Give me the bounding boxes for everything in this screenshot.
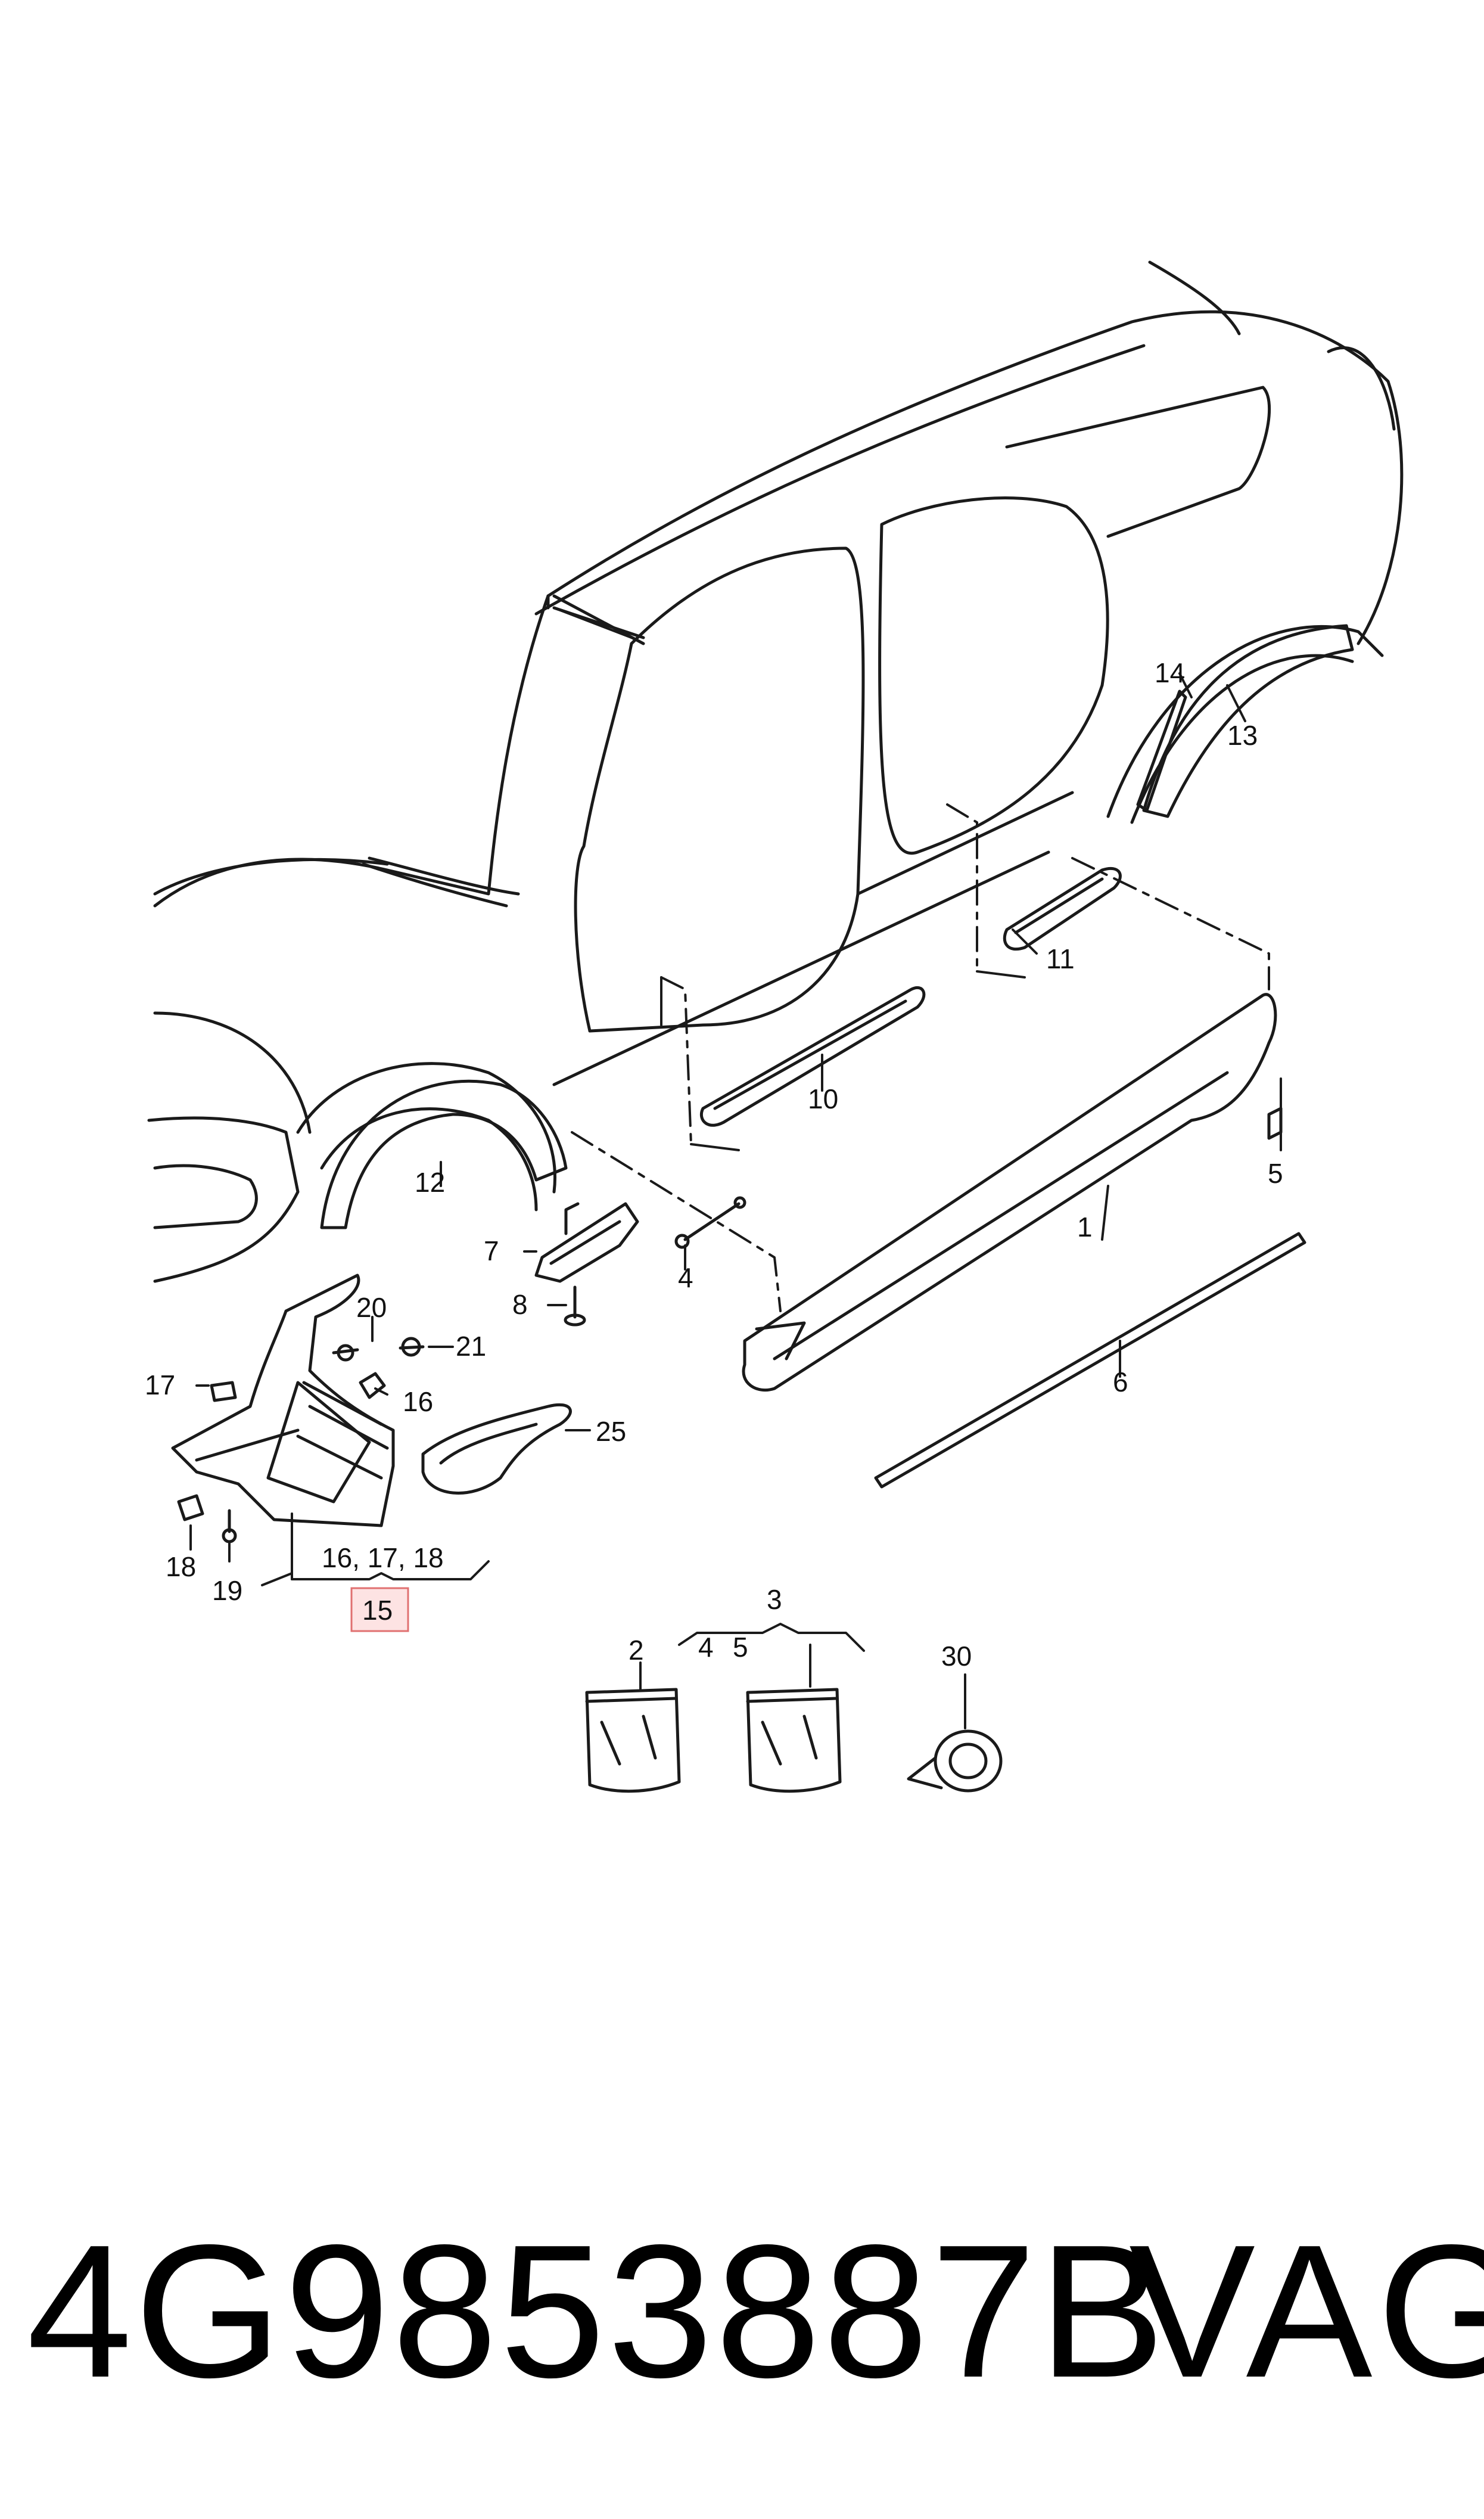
callout-21: 21 <box>456 1331 486 1362</box>
callout-25: 25 <box>596 1416 626 1447</box>
trim-strip <box>874 1232 1306 1489</box>
brand-name: VAG <box>1129 2206 1484 2417</box>
car-body-outline <box>147 260 1404 1283</box>
hardware-parts <box>177 1337 425 1543</box>
side-skirt <box>742 993 1277 1392</box>
wheel-arch-trim-front <box>320 1079 568 1229</box>
leader-lines <box>189 607 1282 1729</box>
callout-19: 19 <box>212 1575 242 1606</box>
callout-4: 4 <box>678 1262 693 1293</box>
callout-2: 2 <box>629 1635 644 1666</box>
callout-17: 17 <box>145 1369 175 1400</box>
callout-13: 13 <box>1227 720 1258 751</box>
callout-30: 30 <box>941 1641 972 1672</box>
callout-16: 16 <box>403 1386 433 1417</box>
callout-4-group: 4 <box>698 1632 714 1663</box>
arch-strip <box>1136 689 1187 812</box>
callout-7: 7 <box>484 1235 499 1266</box>
bracket <box>534 1202 639 1283</box>
callout-5: 5 <box>1268 1158 1283 1189</box>
callout-8: 8 <box>512 1289 528 1320</box>
callout-labels: 1 2 3 4 4 5 5 6 7 8 10 11 12 13 14 15 16… <box>145 657 1283 1672</box>
callout-14: 14 <box>1155 657 1185 688</box>
retaining-clip <box>674 1196 746 1249</box>
seal-ring <box>421 1403 572 1495</box>
bolt <box>564 1285 586 1327</box>
callout-11: 11 <box>1046 943 1075 974</box>
callout-18: 18 <box>166 1551 196 1582</box>
callout-10: 10 <box>808 1083 838 1114</box>
callout-5-group: 5 <box>733 1632 748 1663</box>
bag-item-2 <box>585 1688 681 1793</box>
callout-group-16-17-18: 16, 17, 18 <box>322 1542 444 1573</box>
callout-12: 12 <box>415 1167 445 1198</box>
part-number: 4G9853887B <box>27 2206 1168 2417</box>
adhesive-pad <box>1267 1107 1283 1140</box>
callout-15-highlight <box>350 1587 409 1632</box>
callout-20: 20 <box>356 1292 387 1323</box>
tape-roll <box>907 1729 1003 1793</box>
callout-15: 15 <box>362 1595 393 1626</box>
wheel-arch-trim-rear <box>1142 624 1354 818</box>
bag-item-3 <box>746 1688 842 1793</box>
callout-3: 3 <box>767 1584 782 1615</box>
wheel-housing-liner <box>171 1274 395 1527</box>
callout-6: 6 <box>1113 1366 1128 1397</box>
callout-1: 1 <box>1077 1212 1093 1243</box>
sill-trim-rear <box>1003 866 1122 951</box>
footer: 4G9853887B VAG <box>0 2205 1484 2455</box>
